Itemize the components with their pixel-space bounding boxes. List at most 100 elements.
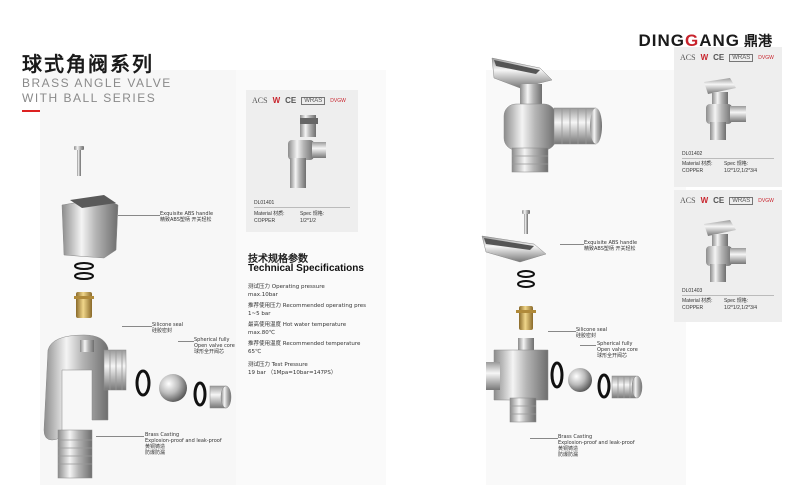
spec-label: Spec 规格:: [724, 161, 749, 167]
spec-title-en: Technical Specifications: [248, 263, 364, 274]
product-code: DL01401: [254, 200, 275, 206]
callout-text-en: Silicone seal: [576, 327, 608, 333]
brand-name-part3: ANG: [699, 31, 740, 50]
callout-text-en: Open valve core: [597, 347, 638, 353]
leader-line: [530, 438, 558, 439]
page-title-cn: 球式角阀系列: [22, 52, 154, 76]
callout-text-cn: 硅胶密封: [152, 328, 173, 334]
product-code: DL01402: [682, 151, 703, 157]
cert-logos: ACS W CE WRAS DVGW: [680, 53, 774, 62]
product-spec: Spec 规格: 1/2*1/2: [300, 211, 324, 225]
spec-title-cn: 技术规格参数: [248, 254, 308, 265]
brand-name-accent: G: [684, 31, 700, 50]
cert-logos: ACS W CE WRAS DVGW: [680, 196, 774, 205]
callout-text-en: Explosion-proof and leak-proof: [145, 438, 222, 444]
w-cert: W: [272, 96, 281, 105]
material-label: Material 材质:: [682, 298, 713, 304]
callout-text-cn: 精致ABS塑柄 开关轻松: [584, 246, 636, 252]
callout-text-en: Spherical fully: [194, 337, 230, 343]
spec-item-label: 测试压力 Operating pressure: [248, 284, 325, 290]
product-card-dl01403: ACS W CE WRAS DVGW DL01403 Material 材质: …: [674, 190, 782, 322]
material-label: Material 材质:: [682, 161, 713, 167]
leader-line: [118, 215, 160, 216]
brand-name-part1: DING: [638, 31, 685, 50]
w-cert: W: [700, 196, 709, 205]
right-bg-panel: [486, 70, 686, 485]
material-label: Material 材质:: [254, 211, 285, 217]
callout-text-en: Silicone seal: [152, 322, 184, 328]
title-accent-line: [22, 110, 40, 112]
spec-label: Spec 规格:: [300, 211, 325, 217]
dvgw-cert: DVGW: [758, 197, 774, 204]
page-title-en-line2: WITH BALL SERIES: [22, 91, 157, 105]
material-value: COPPER: [682, 305, 704, 311]
product-material: Material 材质: COPPER: [682, 298, 713, 312]
product-spec: Spec 规格: 1/2*1/2,1/2*3/4: [724, 298, 757, 312]
callout-text-cn: 球形全开阀芯: [597, 353, 628, 359]
material-value: COPPER: [254, 218, 276, 224]
callout-text-cn: 黄铜铸造: [558, 446, 579, 452]
leader-line: [178, 341, 194, 342]
ce-cert: CE: [285, 96, 297, 105]
cert-logos: ACS W CE WRAS DVGW: [252, 96, 346, 105]
callout-text-en: Brass Casting: [558, 434, 593, 440]
spec-item-label: 最高使用温度 Hot water temperature: [248, 322, 347, 328]
callout-text-cn: 球形全开阀芯: [194, 349, 225, 355]
dvgw-cert: DVGW: [330, 97, 346, 104]
card-divider: [254, 207, 350, 208]
spec-item: 测试压力 Test Pressure 19 bar （1Mpa=10bar=147…: [248, 361, 378, 377]
ce-cert: CE: [713, 53, 725, 62]
spec-item-value: 19 bar （1Mpa=10bar=147PS）: [248, 370, 337, 376]
wras-cert: WRAS: [729, 196, 754, 205]
spec-value: 1/2*1/2,1/2*3/4: [724, 305, 758, 311]
brand-logo: DINGGANG 鼎港: [638, 31, 772, 51]
page-title-en-line1: BRASS ANGLE VALVE: [22, 76, 172, 90]
spec-label: Spec 规格:: [724, 298, 749, 304]
acs-cert: ACS: [680, 196, 696, 205]
spec-item-value: max.10bar: [248, 292, 278, 298]
callout-text-en: Brass Casting: [145, 432, 180, 438]
callout-text-cn: 硅胶密封: [576, 333, 597, 339]
spec-item-value: max.80℃: [248, 330, 275, 336]
left-bg-panel: [40, 70, 240, 485]
callout-text-en: Exquisite ABS handle: [584, 240, 638, 246]
leader-line: [122, 326, 152, 327]
leader-line: [548, 331, 576, 332]
wras-cert: WRAS: [729, 53, 754, 62]
ce-cert: CE: [713, 196, 725, 205]
dvgw-cert: DVGW: [758, 54, 774, 61]
callout-text-en: Open valve core: [194, 343, 235, 349]
wras-cert: WRAS: [301, 96, 326, 105]
product-spec: Spec 规格: 1/2*1/2,1/2*3/4: [724, 161, 757, 175]
product-code: DL01403: [682, 288, 703, 294]
callout-text-cn: 黄铜铸造: [145, 444, 166, 450]
spec-value: 1/2*1/2: [300, 218, 316, 224]
spec-item-label: 推荐使用温度 Recommended temperature: [248, 341, 361, 347]
product-material: Material 材质: COPPER: [682, 161, 713, 175]
leader-line: [580, 345, 596, 346]
spec-item-label: 测试压力 Test Pressure: [248, 362, 308, 368]
page-title-en: BRASS ANGLE VALVE WITH BALL SERIES: [22, 76, 172, 106]
callout-text-cn: 防爆防漏: [145, 450, 166, 456]
callout-text-en: Explosion-proof and leak-proof: [558, 440, 635, 446]
card-divider: [682, 295, 774, 296]
product-card-dl01401: ACS W CE WRAS DVGW DL01401 Material 材质: …: [246, 90, 358, 232]
product-card-dl01402: ACS W CE WRAS DVGW DL01402 Material 材质: …: [674, 47, 782, 187]
callout-text-en: Exquisite ABS handle: [160, 211, 214, 217]
leader-line: [560, 244, 584, 245]
spec-item-value: 1~5 bar: [248, 311, 271, 317]
spec-item: 最高使用温度 Hot water temperature max.80℃: [248, 321, 378, 337]
w-cert: W: [700, 53, 709, 62]
spec-value: 1/2*1/2,1/2*3/4: [724, 168, 758, 174]
acs-cert: ACS: [252, 96, 268, 105]
